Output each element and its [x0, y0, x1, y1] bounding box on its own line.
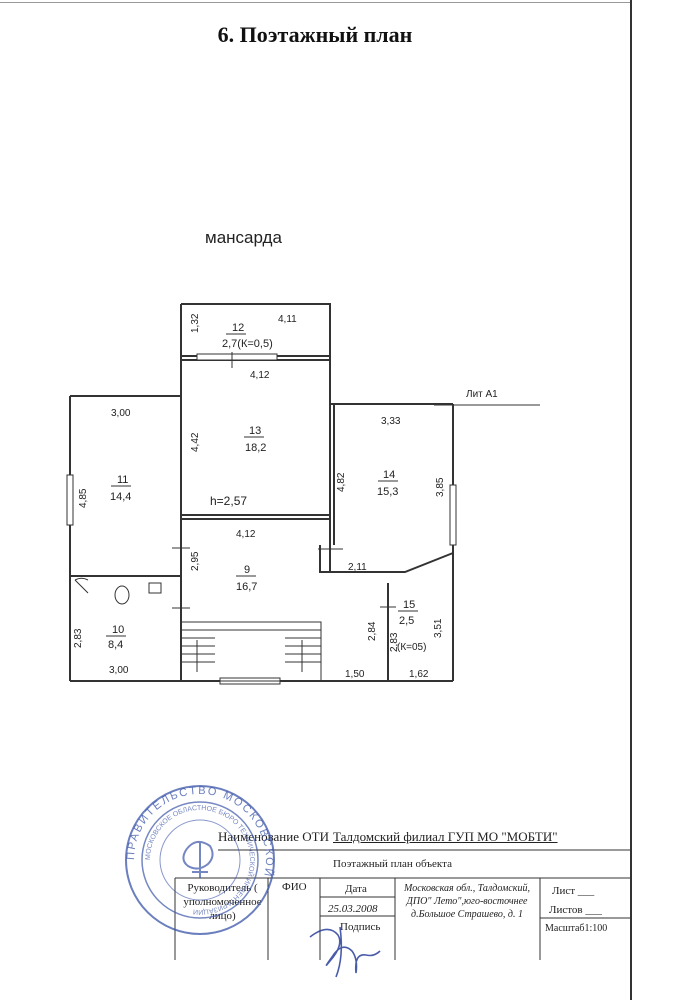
sheets-label: Листов ___: [549, 904, 602, 916]
room-area: 2,5: [399, 615, 414, 627]
org-label: Наименование ОТИ: [218, 829, 329, 844]
date-value: 25.03.2008: [328, 903, 378, 915]
page-title: 6. Поэтажный план: [217, 22, 413, 47]
height-label: h=2,57: [210, 494, 247, 508]
sheet-label: Лист ___: [552, 885, 595, 897]
dimension-label: 2,95: [190, 551, 201, 571]
dimension-label: 4,42: [190, 432, 201, 452]
dimension-label: (К=05): [397, 642, 426, 653]
room-number: 13: [249, 425, 261, 437]
staircase: [180, 621, 322, 682]
door-swing-icon: [74, 577, 89, 594]
window-room-12: [196, 353, 278, 361]
dimension-label: 3,00: [111, 408, 131, 419]
dimension-label: 2,83: [73, 628, 84, 648]
dimension-label: 3,00: [109, 665, 129, 676]
dimension-label: 3,33: [381, 416, 401, 427]
window-room-11: [66, 474, 74, 526]
room-number: 12: [232, 322, 244, 334]
room-area: 15,3: [377, 486, 398, 498]
dimension-label: 2,11: [348, 562, 367, 573]
room-area: 16,7: [236, 581, 257, 593]
dimension-label: 4,12: [236, 529, 256, 540]
dimension-label: 2,84: [367, 621, 378, 641]
scale-label: Масштаб1:100: [545, 923, 608, 934]
wall-14-bottom: [319, 545, 454, 573]
room-area: 2,7(К=0,5): [222, 338, 273, 350]
toilet-icon: [114, 585, 130, 605]
room-number: 9: [244, 564, 250, 576]
window-room-14: [449, 484, 457, 546]
signature-scribble: [309, 926, 381, 978]
lit-label: Лит А1: [466, 389, 498, 400]
doc-name: Поэтажный план объекта: [333, 858, 452, 870]
org-value: Талдомский филиал ГУП МО "МОБТИ": [333, 829, 558, 844]
dimension-label: 4,82: [336, 472, 347, 492]
dimension-label: 1,50: [345, 669, 365, 680]
room-area: 8,4: [108, 639, 123, 651]
room-number: 10: [112, 624, 124, 636]
page-frame-top: [0, 2, 630, 3]
fio-label: ФИО: [282, 881, 307, 893]
dimension-label: 3,51: [433, 618, 444, 638]
dimension-label: 1,62: [409, 669, 429, 680]
dimension-label: 4,11: [278, 314, 297, 325]
dimension-label: 4,85: [78, 488, 89, 508]
signature-label: Подпись: [340, 921, 381, 933]
dimension-label: 4,12: [250, 370, 270, 381]
dimension-label: 1,32: [190, 313, 201, 333]
dimension-label: 3,85: [435, 477, 446, 497]
stamp-emblem-icon: [182, 840, 214, 878]
sink-icon: [148, 582, 162, 594]
room-area: 18,2: [245, 442, 266, 454]
room-area: 14,4: [110, 491, 131, 503]
room-number: 14: [383, 469, 395, 481]
floor-label: мансарда: [205, 228, 282, 247]
official-stamp: ПРАВИТЕЛЬСТВО МОСКОВСКОЙ МОСКОВСКОЕ ОБЛА…: [125, 785, 275, 935]
address-text: Московская обл., Талдомский, ДПО" Лето",…: [404, 883, 530, 920]
room-number: 11: [117, 474, 128, 486]
room-number: 15: [403, 599, 415, 611]
page-frame-right: [630, 0, 632, 1000]
dimension-label: 2,83: [389, 632, 400, 652]
date-label: Дата: [345, 883, 367, 895]
